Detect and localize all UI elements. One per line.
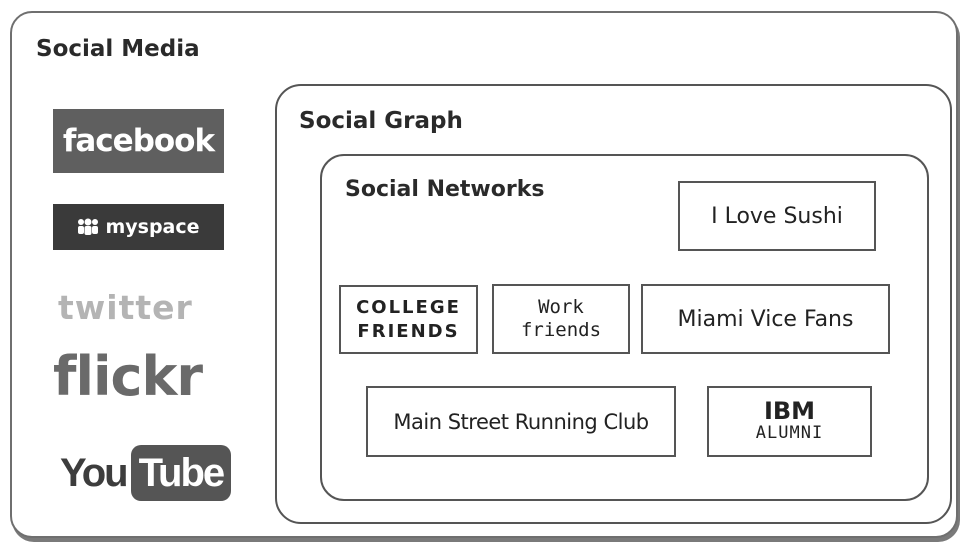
college-line2: FRIENDS: [357, 320, 460, 342]
youtube-you-text: You: [60, 450, 129, 495]
network-main-street-running-club: Main Street Running Club: [366, 386, 676, 457]
social-networks-container: [320, 154, 929, 501]
work-line1: Work: [538, 296, 584, 318]
network-ibm-alumni: IBM ALUMNI: [707, 386, 872, 457]
social-media-title: Social Media: [36, 36, 200, 62]
work-line2: friends: [520, 319, 602, 341]
youtube-logo: You Tube: [60, 440, 232, 506]
social-graph-title: Social Graph: [299, 108, 463, 134]
college-line1: COLLEGE: [356, 296, 461, 318]
myspace-people-icon: [78, 218, 99, 235]
twitter-logo: twitter: [58, 288, 193, 327]
myspace-wordmark: myspace: [105, 216, 200, 238]
network-work-friends: Work friends: [492, 284, 630, 354]
social-graph-container: [275, 84, 952, 524]
ibm-line2: ALUMNI: [755, 422, 824, 443]
facebook-logo: facebook: [53, 109, 224, 173]
flickr-logo: flickr: [53, 345, 203, 408]
network-i-love-sushi: I Love Sushi: [678, 181, 876, 251]
youtube-tube-text: Tube: [130, 445, 232, 501]
myspace-logo: myspace: [53, 204, 224, 250]
social-networks-title: Social Networks: [345, 177, 545, 202]
ibm-line1: IBM: [763, 396, 816, 425]
network-miami-vice-fans: Miami Vice Fans: [641, 284, 890, 354]
network-college-friends: COLLEGE FRIENDS: [339, 285, 478, 354]
